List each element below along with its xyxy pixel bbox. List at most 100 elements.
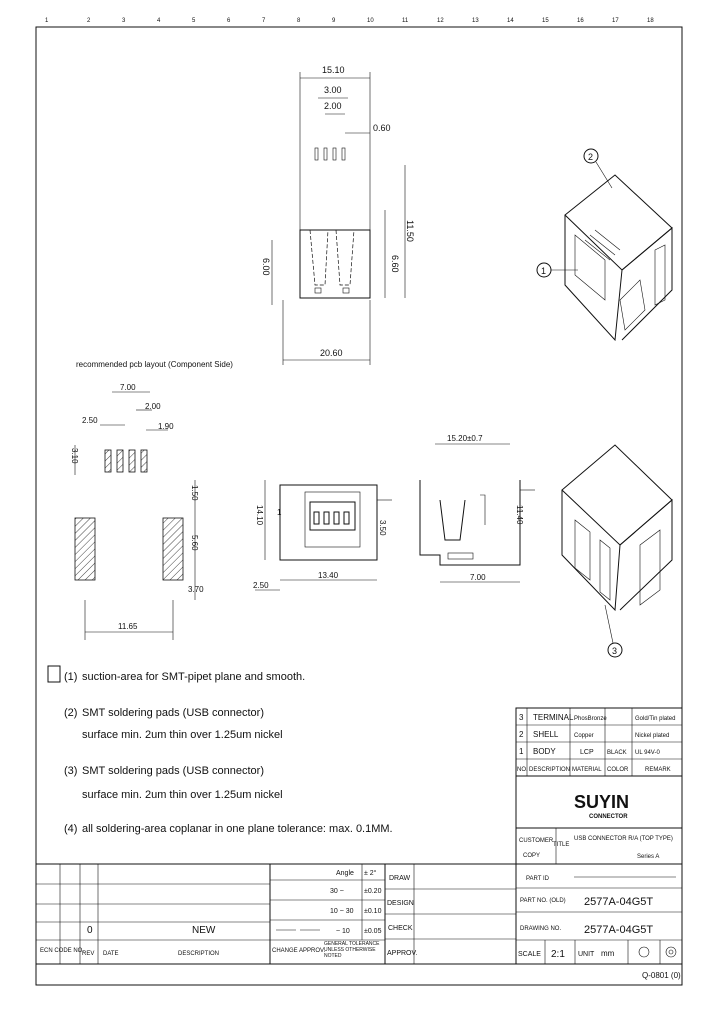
svg-text:(3): (3): [64, 765, 77, 777]
svg-text:3.00: 3.00: [324, 85, 342, 95]
bom-table: 3 TERMINAL PhosBronze Gold/Tin plated 2 …: [515, 707, 683, 777]
svg-text:0: 0: [87, 925, 93, 936]
svg-text:MATERIAL: MATERIAL: [572, 767, 602, 773]
svg-text:15.10: 15.10: [322, 65, 345, 75]
svg-text:3: 3: [122, 18, 126, 24]
svg-text:14.10: 14.10: [255, 505, 264, 526]
tolerance-block: Angle ± 2° 30 ~ ±0.20 10 ~ 30 ±0.10 ~ 10…: [269, 864, 385, 964]
svg-text:ECN CODE NO.: ECN CODE NO.: [40, 948, 84, 954]
svg-text:2:1: 2:1: [551, 949, 565, 960]
svg-text:1.50: 1.50: [190, 485, 199, 501]
svg-text:PART ID: PART ID: [526, 876, 550, 882]
svg-text:all soldering-area coplanar in: all soldering-area coplanar in one plane…: [82, 823, 393, 835]
svg-text:11.40: 11.40: [515, 505, 524, 525]
top-zone-marks: 1 2 3 4 5 6 7 8 9 10 11 12 13 14 15 16 1…: [45, 18, 654, 24]
svg-text:surface min. 2um thin over 1.2: surface min. 2um thin over 1.25um nickel: [82, 789, 283, 801]
svg-text:UL 94V-0: UL 94V-0: [635, 750, 660, 756]
svg-text:APPROV.: APPROV.: [387, 950, 418, 957]
svg-text:SHELL: SHELL: [533, 730, 559, 739]
svg-text:CHANGE APPROV.: CHANGE APPROV.: [272, 948, 325, 954]
svg-text:DRAWING NO.: DRAWING NO.: [520, 926, 561, 932]
svg-text:6.60: 6.60: [390, 255, 400, 273]
svg-text:(2): (2): [64, 707, 77, 719]
svg-text:Q-0801 (0): Q-0801 (0): [642, 971, 681, 980]
svg-text:7: 7: [262, 18, 266, 24]
svg-text:11.65: 11.65: [118, 622, 138, 631]
front-view: 14.10 1 3.50 2.50 13.40: [253, 480, 392, 591]
svg-text:13.40: 13.40: [318, 571, 339, 580]
svg-text:7.00: 7.00: [470, 573, 486, 582]
svg-text:9: 9: [332, 18, 336, 24]
svg-text:2: 2: [588, 152, 593, 162]
svg-text:16: 16: [577, 18, 584, 24]
svg-text:2.00: 2.00: [145, 402, 161, 411]
svg-text:3.50: 3.50: [378, 520, 387, 536]
svg-text:2577A-04G5T: 2577A-04G5T: [584, 896, 653, 908]
svg-text:surface min. 2um thin over 1.2: surface min. 2um thin over 1.25um nickel: [82, 729, 283, 741]
svg-text:DATE: DATE: [103, 951, 119, 957]
svg-text:LCP: LCP: [580, 749, 594, 756]
svg-text:TERMINAL: TERMINAL: [533, 713, 574, 722]
sheet-border: [35, 26, 683, 986]
svg-text:1.90: 1.90: [158, 422, 174, 431]
svg-text:CONNECTOR: CONNECTOR: [589, 814, 628, 820]
svg-text:NO.: NO.: [517, 767, 528, 773]
svg-text:3.10: 3.10: [70, 448, 79, 464]
svg-text:(4): (4): [64, 823, 77, 835]
projection-symbol: [638, 946, 650, 958]
svg-text:4: 4: [157, 18, 161, 24]
svg-text:DESIGN: DESIGN: [387, 900, 414, 907]
svg-text:CHECK: CHECK: [388, 925, 413, 932]
svg-text:Gold/Tin plated: Gold/Tin plated: [635, 716, 675, 722]
svg-text:5: 5: [192, 18, 196, 24]
svg-text:UNIT: UNIT: [578, 951, 595, 958]
svg-text:±0.20: ±0.20: [364, 888, 382, 895]
svg-text:BODY: BODY: [533, 747, 556, 756]
svg-text:10 ~ 30: 10 ~ 30: [330, 908, 354, 915]
svg-text:2.00: 2.00: [324, 101, 342, 111]
svg-text:2.50: 2.50: [82, 416, 98, 425]
svg-text:(1): (1): [64, 671, 77, 683]
svg-text:NEW: NEW: [192, 925, 216, 936]
svg-text:DESCRIPTION: DESCRIPTION: [178, 951, 219, 957]
svg-text:PART NO. (OLD): PART NO. (OLD): [520, 898, 566, 904]
company-logo-box: SUYIN CONNECTOR: [515, 775, 683, 829]
svg-text:6: 6: [227, 18, 231, 24]
svg-text:DESCRIPTION: DESCRIPTION: [529, 767, 570, 773]
iso-view-bottom: 3: [561, 444, 673, 658]
svg-text:SCALE: SCALE: [518, 951, 541, 958]
svg-text:6.00: 6.00: [261, 258, 271, 276]
svg-text:20.60: 20.60: [320, 348, 343, 358]
svg-text:1: 1: [541, 266, 546, 276]
svg-text:10: 10: [367, 18, 374, 24]
svg-text:recommended pcb layout (Compon: recommended pcb layout (Component Side): [76, 360, 233, 369]
svg-text:Series A: Series A: [637, 854, 659, 860]
svg-text:CUSTOMER: CUSTOMER: [519, 838, 554, 844]
svg-text:REV: REV: [82, 951, 94, 957]
svg-text:±0.05: ±0.05: [364, 928, 382, 935]
svg-text:± 2°: ± 2°: [364, 869, 377, 877]
revision-block: 0 NEW ECN CODE NO. REV DATE DESCRIPTION: [36, 864, 270, 964]
svg-text:2.50: 2.50: [253, 581, 269, 590]
svg-text:3: 3: [612, 646, 617, 656]
svg-text:mm: mm: [601, 949, 615, 958]
svg-text:1: 1: [45, 18, 49, 24]
svg-text:COLOR: COLOR: [607, 767, 629, 773]
svg-text:TITLE: TITLE: [553, 842, 569, 848]
svg-text:~ 10: ~ 10: [336, 928, 350, 935]
svg-text:SMT soldering pads (USB connec: SMT soldering pads (USB connector): [82, 707, 264, 719]
svg-text:15: 15: [542, 18, 549, 24]
svg-text:30 ~: 30 ~: [330, 888, 344, 895]
svg-text:1: 1: [277, 508, 282, 517]
notes: (1) suction-area for SMT-pipet plane and…: [47, 665, 393, 835]
svg-text:7.00: 7.00: [120, 383, 136, 392]
svg-text:15.20±0.7: 15.20±0.7: [447, 434, 483, 443]
svg-text:PhosBronze: PhosBronze: [574, 716, 607, 722]
svg-text:COPY: COPY: [523, 853, 540, 859]
svg-text:SMT soldering pads (USB connec: SMT soldering pads (USB connector): [82, 765, 264, 777]
svg-text:3.70: 3.70: [188, 585, 204, 594]
svg-text:2: 2: [519, 730, 524, 739]
svg-text:BLACK: BLACK: [607, 750, 627, 756]
svg-text:Angle: Angle: [336, 870, 354, 877]
svg-text:2: 2: [87, 18, 91, 24]
